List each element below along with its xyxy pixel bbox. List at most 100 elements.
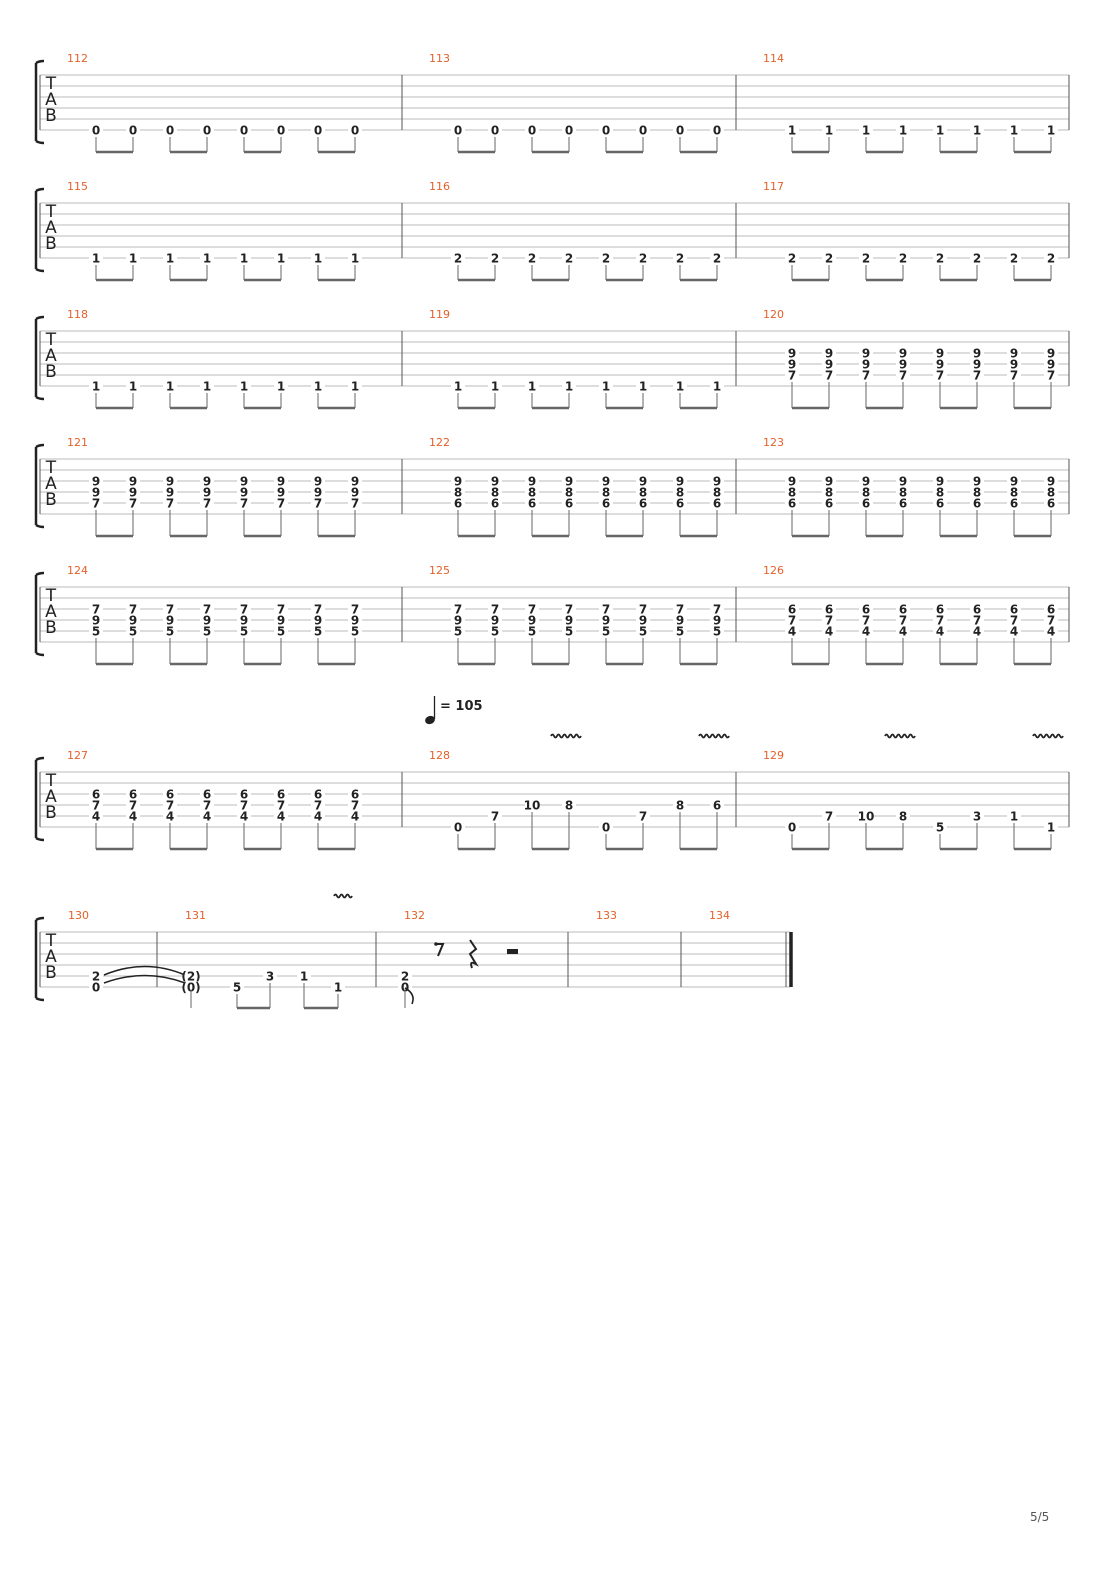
fret-number: 7 bbox=[825, 369, 833, 383]
fret-bg bbox=[933, 821, 947, 834]
fret-number: 7 bbox=[351, 497, 359, 511]
fret-number: 8 bbox=[936, 486, 944, 500]
fret-bg bbox=[599, 625, 613, 638]
fret-number: 7 bbox=[862, 369, 870, 383]
fret-number: 9 bbox=[203, 486, 211, 500]
fret-bg bbox=[933, 603, 947, 616]
fret-number: 4 bbox=[973, 625, 981, 639]
fret-number: 7 bbox=[676, 603, 684, 617]
fret-number: 0 bbox=[203, 124, 211, 138]
fret-number: 7 bbox=[1010, 369, 1018, 383]
fret-bg bbox=[274, 603, 288, 616]
fret-bg bbox=[398, 970, 412, 983]
fret-number: 1 bbox=[166, 252, 174, 266]
fret-number: 5 bbox=[203, 625, 211, 639]
fret-bg bbox=[710, 799, 724, 812]
fret-number: 5 bbox=[233, 981, 241, 995]
fret-bg bbox=[263, 970, 277, 983]
fret-bg bbox=[710, 486, 724, 499]
fret-number: 9 bbox=[491, 614, 499, 628]
fret-bg bbox=[348, 799, 362, 812]
fret-bg bbox=[89, 981, 103, 994]
fret-number: 1 bbox=[713, 380, 721, 394]
fret-number: 0 bbox=[401, 981, 409, 995]
fret-number: 4 bbox=[862, 625, 870, 639]
fret-number: 1 bbox=[454, 380, 462, 394]
fret-bg bbox=[274, 497, 288, 510]
tab-clef-letter: A bbox=[45, 947, 57, 967]
fret-number: 3 bbox=[266, 970, 274, 984]
fret-number: 6 bbox=[676, 497, 684, 511]
fret-bg bbox=[785, 252, 799, 265]
fret-number: 7 bbox=[203, 497, 211, 511]
tie-arc bbox=[103, 974, 186, 984]
fret-number: 6 bbox=[565, 497, 573, 511]
fret-bg bbox=[673, 475, 687, 488]
fret-number: 9 bbox=[639, 614, 647, 628]
fret-number: 9 bbox=[314, 486, 322, 500]
fret-bg bbox=[1007, 497, 1021, 510]
fret-bg bbox=[636, 603, 650, 616]
fret-number: 1 bbox=[788, 124, 796, 138]
measure-number: 128 bbox=[429, 749, 450, 762]
fret-bg bbox=[348, 625, 362, 638]
fret-bg bbox=[297, 970, 311, 983]
fret-number: 6 bbox=[491, 497, 499, 511]
fret-number: 9 bbox=[713, 475, 721, 489]
fret-bg bbox=[163, 486, 177, 499]
fret-bg bbox=[822, 475, 836, 488]
measure-number: 125 bbox=[429, 564, 450, 577]
fret-number: 4 bbox=[240, 810, 248, 824]
fret-bg bbox=[525, 497, 539, 510]
fret-bg bbox=[896, 603, 910, 616]
fret-bg bbox=[636, 497, 650, 510]
fret-bg bbox=[785, 486, 799, 499]
fret-bg bbox=[1044, 369, 1058, 382]
fret-bg bbox=[237, 799, 251, 812]
fret-number: 8 bbox=[825, 486, 833, 500]
fret-bg bbox=[311, 497, 325, 510]
system-bracket bbox=[34, 756, 45, 842]
fret-number: 4 bbox=[314, 810, 322, 824]
fret-number: 1 bbox=[129, 252, 137, 266]
fret-number: 1 bbox=[300, 970, 308, 984]
fret-number: 0 bbox=[565, 124, 573, 138]
fret-bg bbox=[163, 625, 177, 638]
fret-number: 6 bbox=[713, 799, 721, 813]
fret-bg bbox=[163, 614, 177, 627]
vibrato-mark bbox=[884, 733, 916, 739]
fret-bg bbox=[348, 380, 362, 393]
fret-number: 2 bbox=[639, 252, 647, 266]
fret-bg bbox=[673, 380, 687, 393]
fret-number: 7 bbox=[240, 603, 248, 617]
fret-bg bbox=[933, 614, 947, 627]
fret-number: 2 bbox=[899, 252, 907, 266]
fret-number: 4 bbox=[166, 810, 174, 824]
fret-bg bbox=[785, 821, 799, 834]
fret-bg bbox=[933, 497, 947, 510]
fret-number: 1 bbox=[1047, 124, 1055, 138]
measure-number: 134 bbox=[709, 909, 730, 922]
fret-number: 9 bbox=[203, 614, 211, 628]
fret-bg bbox=[126, 625, 140, 638]
fret-number: 7 bbox=[602, 603, 610, 617]
fret-number: 9 bbox=[1047, 347, 1055, 361]
fret-bg bbox=[1007, 252, 1021, 265]
fret-number: 9 bbox=[565, 475, 573, 489]
measure-number: 113 bbox=[429, 52, 450, 65]
fret-number: 2 bbox=[825, 252, 833, 266]
fret-bg bbox=[331, 981, 345, 994]
page-number: 5/5 bbox=[1030, 1510, 1050, 1524]
fret-number: 6 bbox=[862, 603, 870, 617]
fret-number: 8 bbox=[899, 810, 907, 824]
fret-bg bbox=[673, 124, 687, 137]
fret-bg bbox=[126, 252, 140, 265]
fret-number: 9 bbox=[936, 475, 944, 489]
fret-bg bbox=[488, 625, 502, 638]
fret-number: 1 bbox=[203, 252, 211, 266]
fret-number: 9 bbox=[899, 358, 907, 372]
vibrato-mark bbox=[698, 733, 730, 739]
fret-bg bbox=[636, 252, 650, 265]
fret-number: 1 bbox=[862, 124, 870, 138]
fret-number: 4 bbox=[825, 625, 833, 639]
